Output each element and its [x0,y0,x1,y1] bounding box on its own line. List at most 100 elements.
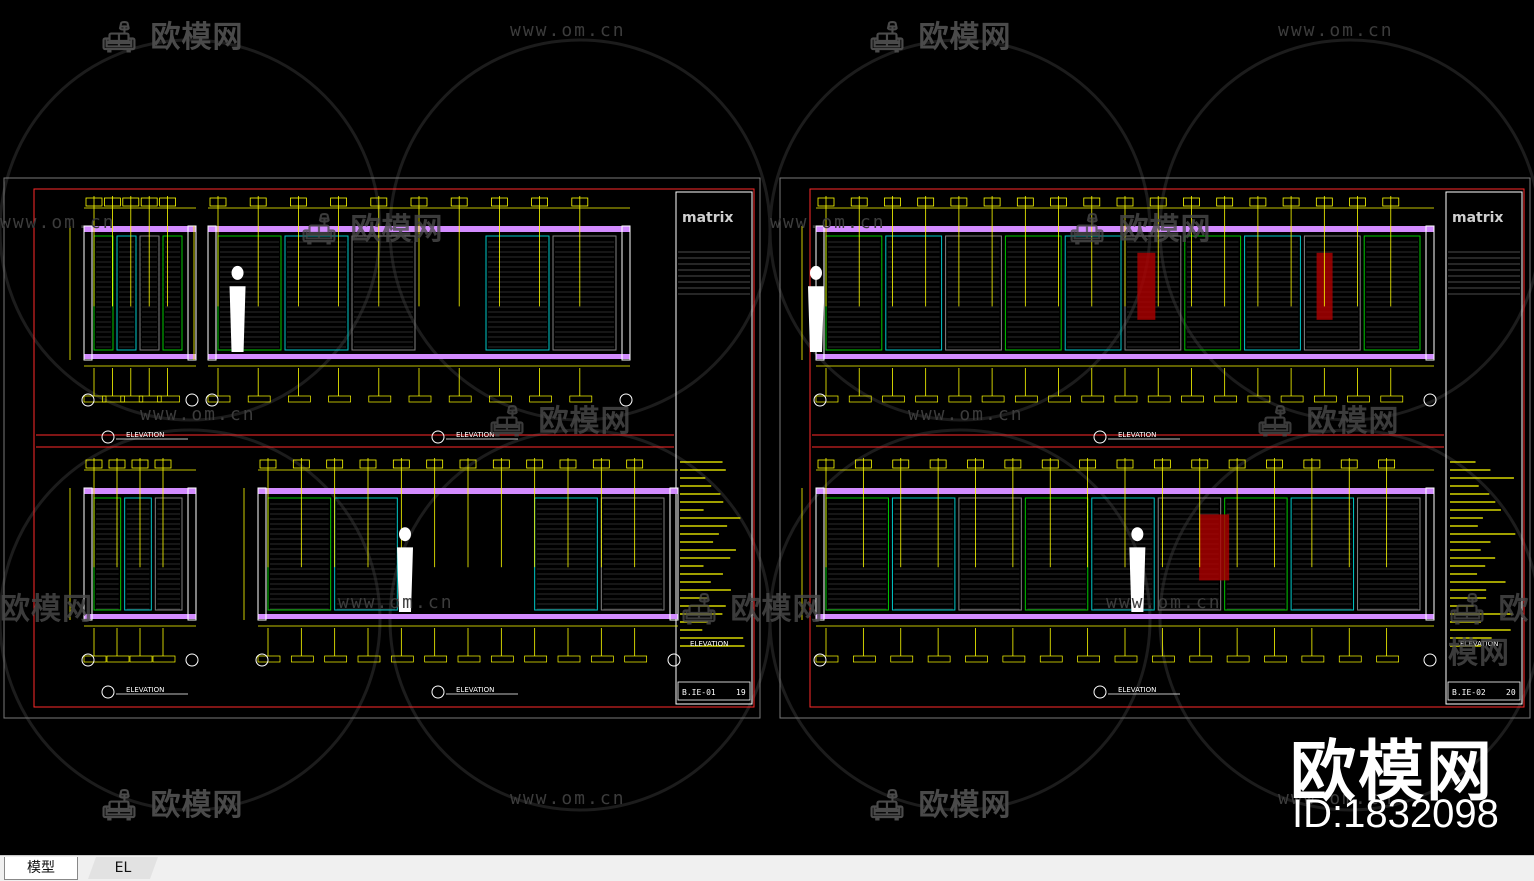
tag-box [1016,197,1034,207]
ceiling-band [84,226,196,232]
tag-box [815,395,839,403]
panel [552,235,617,351]
elevation-title: ELEVATION [1118,686,1156,694]
panel [825,235,883,351]
elevation-title: ELEVATION [126,431,164,439]
tag-box [328,395,351,403]
tag-box [1380,395,1404,403]
tag-box [571,197,589,207]
tag-box [207,395,231,403]
tag-box [815,655,839,663]
panel [93,235,114,351]
tag-box [257,655,281,663]
tag-box [948,395,972,403]
tag-box [1081,395,1105,403]
tag-box [1226,655,1250,663]
floor-band [258,614,678,619]
tag-box [492,459,510,469]
watermark-circle [1158,428,1534,812]
tag-box [1347,395,1370,403]
tag-box [120,395,144,403]
tag-box [152,655,176,663]
tab-model[interactable]: 模型 [4,857,78,880]
wall-edge [83,225,93,361]
tag-box [106,655,130,663]
person-silhouette [1131,527,1144,542]
tag-box [1216,197,1234,207]
tag-box [292,459,310,469]
red-panel [1199,514,1230,581]
tag-box [817,459,835,469]
person-silhouette [810,265,822,280]
tag-box [981,395,1005,403]
tag-box [1382,197,1400,207]
tag-box [1378,459,1396,469]
tag-box [1214,395,1238,403]
tag-box [359,459,377,469]
tag-box [1303,459,1321,469]
sheet-number: B.IE-02 [1452,688,1486,697]
tag-box [490,655,514,663]
elevation-marker [431,430,445,444]
tag-box [247,395,271,403]
tag-box [259,459,277,469]
tag-box [524,655,548,663]
panel [958,497,1022,611]
tag-box [927,655,951,663]
elevation-marker [1093,430,1107,444]
tag-box [1315,197,1333,207]
tag-box [1228,459,1246,469]
tag-box [357,655,381,663]
wall-edge [621,225,631,361]
sheet-border [779,177,1531,719]
panel [1004,235,1062,351]
elevation-title: ELEVATION [1118,431,1156,439]
tag-box [950,197,968,207]
panel [945,235,1002,351]
panel [885,235,943,351]
grid-bubble [205,393,219,407]
floor-band [816,614,1434,619]
panel [1357,497,1421,611]
sheet-border [3,177,761,719]
tag-box [1039,655,1063,663]
tag-box [85,197,103,207]
tag-box [884,197,901,207]
panel [162,235,183,351]
layout-tab-bar: 模型 EL [0,855,1534,881]
sheet-number-box [677,681,751,701]
tag-box [408,395,432,403]
tag-box [140,197,158,207]
tag-box [1004,459,1022,469]
title-block-label: ELEVATION [690,640,728,648]
title-block [1445,191,1523,705]
tag-box [1002,655,1026,663]
tag-box [1349,197,1366,207]
tag-box [157,395,180,403]
elevation-title: ELEVATION [456,431,494,439]
tag-box [1301,655,1325,663]
tag-box [1116,459,1134,469]
tag-box [526,459,544,469]
grid-bubble [619,393,633,407]
grid-bubble [81,653,95,667]
tag-box [1147,395,1171,403]
panel [116,235,137,351]
tab-el[interactable]: EL [88,857,158,879]
tag-box [1050,197,1067,207]
tag-box [1041,459,1059,469]
tag-box [457,655,481,663]
wall-edge [83,487,93,621]
panel [217,235,282,351]
tag-box [569,395,593,403]
tag-box [983,197,1001,207]
page-number: 20 [1506,688,1516,697]
page-number: 19 [736,688,746,697]
tag-box [424,655,448,663]
person-silhouette [229,286,246,352]
panel [1290,497,1355,611]
tag-box [108,459,126,469]
tag-box [1077,655,1100,663]
tag-box [288,395,311,403]
